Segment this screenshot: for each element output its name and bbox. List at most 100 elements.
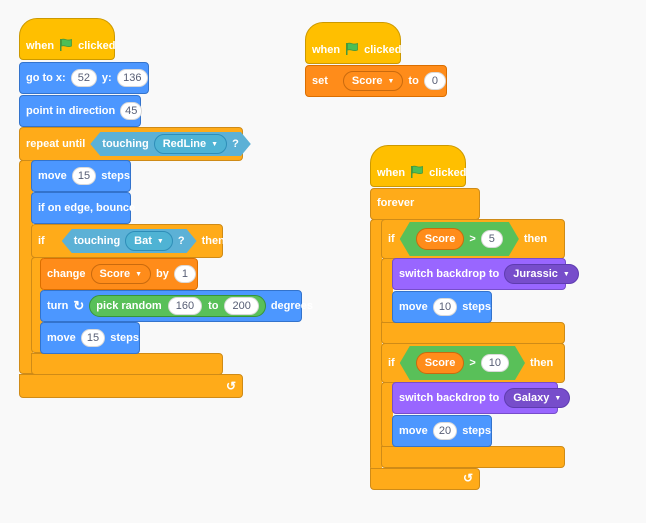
dropdown-caret-icon: ▼ bbox=[211, 140, 219, 148]
if-then-block[interactable]: if touching Bat ▼ ? then bbox=[31, 224, 225, 258]
if-then-block[interactable]: if Score > 5 then bbox=[381, 219, 565, 259]
backdrop-dropdown[interactable]: Galaxy ▼ bbox=[504, 388, 571, 408]
steps-input[interactable]: 15 bbox=[71, 167, 97, 185]
clicked-label: clicked bbox=[364, 44, 402, 56]
set-value-input[interactable]: 0 bbox=[423, 72, 446, 90]
bounce-label: if on edge, bounce bbox=[38, 202, 136, 214]
when-flag-clicked-block[interactable]: when clicked bbox=[305, 22, 401, 64]
backdrop-dropdown[interactable]: Jurassic ▼ bbox=[504, 264, 579, 284]
touching-condition[interactable]: touching Bat ▼ ? bbox=[62, 229, 197, 253]
compare-value-input[interactable]: 5 bbox=[481, 230, 503, 248]
y-input[interactable]: 136 bbox=[116, 69, 148, 87]
degrees-label: degrees bbox=[270, 300, 314, 312]
switch-backdrop-block[interactable]: switch backdrop to Galaxy ▼ bbox=[392, 382, 571, 414]
variable-value: Score bbox=[99, 268, 131, 280]
turn-right-icon: ↻ bbox=[73, 298, 85, 313]
if-label: if bbox=[388, 357, 395, 369]
touching-target-dropdown[interactable]: RedLine ▼ bbox=[154, 134, 227, 154]
if-on-edge-bounce-block[interactable]: if on edge, bounce bbox=[31, 192, 135, 224]
greater-than-condition[interactable]: Score > 5 bbox=[400, 222, 519, 256]
loop-arrow-icon: ↺ bbox=[225, 379, 236, 393]
variable-value: Score bbox=[351, 75, 383, 87]
score-reporter[interactable]: Score bbox=[416, 352, 465, 374]
greater-than-condition[interactable]: Score > 10 bbox=[400, 346, 525, 380]
x-input[interactable]: 52 bbox=[70, 69, 97, 87]
green-flag-icon bbox=[410, 165, 424, 179]
then-label: then bbox=[523, 233, 548, 245]
greater-than-op: > bbox=[469, 233, 476, 245]
if-label: if bbox=[38, 235, 45, 247]
switch-backdrop-label: switch backdrop to bbox=[399, 268, 500, 280]
clicked-label: clicked bbox=[78, 40, 116, 52]
touching-target-dropdown[interactable]: Bat ▼ bbox=[125, 231, 173, 251]
score-value: Score bbox=[424, 233, 456, 245]
y-label: y: bbox=[101, 72, 112, 84]
by-label: by bbox=[156, 268, 169, 280]
touching-label: touching bbox=[73, 235, 121, 247]
green-flag-icon bbox=[345, 42, 359, 56]
steps-label: steps bbox=[101, 170, 130, 182]
backdrop-value: Jurassic bbox=[513, 268, 558, 280]
move-steps-block[interactable]: move 15 steps bbox=[40, 322, 140, 354]
variable-dropdown[interactable]: Score ▼ bbox=[90, 264, 152, 284]
move-label: move bbox=[38, 170, 67, 182]
to-label: to bbox=[408, 75, 419, 87]
random-from-input[interactable]: 160 bbox=[167, 297, 203, 315]
score-reporter[interactable]: Score bbox=[416, 228, 465, 250]
question-mark: ? bbox=[177, 235, 185, 247]
move-steps-block[interactable]: move 10 steps bbox=[392, 291, 492, 323]
variable-dropdown[interactable]: Score ▼ bbox=[342, 71, 404, 91]
change-amount-input[interactable]: 1 bbox=[173, 265, 196, 283]
if-then-foot bbox=[381, 446, 565, 468]
forever-block[interactable]: forever bbox=[370, 188, 480, 220]
then-label: then bbox=[201, 235, 225, 247]
loop-arrow-icon: ↺ bbox=[462, 471, 473, 485]
point-label: point in direction bbox=[26, 105, 116, 117]
if-label: if bbox=[388, 233, 395, 245]
move-label: move bbox=[47, 332, 76, 344]
dropdown-caret-icon: ▼ bbox=[135, 270, 143, 278]
when-label: when bbox=[312, 44, 341, 56]
move-label: move bbox=[399, 425, 428, 437]
when-flag-clicked-block[interactable]: when clicked bbox=[370, 145, 466, 187]
touching-condition[interactable]: touching RedLine ▼ ? bbox=[90, 132, 251, 156]
change-variable-block[interactable]: change Score ▼ by 1 bbox=[40, 258, 198, 290]
backdrop-value: Galaxy bbox=[513, 392, 550, 404]
clicked-label: clicked bbox=[429, 167, 467, 179]
dropdown-caret-icon: ▼ bbox=[156, 237, 164, 245]
steps-input[interactable]: 10 bbox=[432, 298, 458, 316]
dropdown-caret-icon: ▼ bbox=[562, 270, 570, 278]
steps-label: steps bbox=[110, 332, 139, 344]
if-then-foot bbox=[381, 322, 565, 344]
set-variable-block[interactable]: set Score ▼ to 0 bbox=[305, 65, 447, 97]
random-to-input[interactable]: 200 bbox=[224, 297, 259, 315]
touching-target-value: RedLine bbox=[162, 138, 207, 150]
when-label: when bbox=[377, 167, 406, 179]
touching-target-value: Bat bbox=[134, 235, 152, 247]
forever-foot: ↺ bbox=[370, 468, 480, 490]
repeat-until-foot: ↺ bbox=[19, 374, 243, 398]
turn-degrees-block[interactable]: turn ↻ pick random 160 to 200 degrees bbox=[40, 290, 313, 322]
turn-label: turn bbox=[47, 300, 69, 312]
forever-label: forever bbox=[377, 197, 415, 209]
touching-label: touching bbox=[102, 138, 149, 150]
then-label: then bbox=[530, 357, 554, 369]
green-flag-icon bbox=[59, 38, 73, 52]
repeat-until-block[interactable]: repeat until touching RedLine ▼ ? bbox=[19, 127, 243, 161]
if-then-foot bbox=[31, 353, 223, 375]
go-to-xy-block[interactable]: go to x: 52 y: 136 bbox=[19, 62, 149, 94]
steps-input[interactable]: 15 bbox=[80, 329, 106, 347]
compare-value-input[interactable]: 10 bbox=[481, 354, 509, 372]
when-flag-clicked-block[interactable]: when clicked bbox=[19, 18, 115, 60]
move-steps-block[interactable]: move 15 steps bbox=[31, 160, 131, 192]
switch-backdrop-block[interactable]: switch backdrop to Jurassic ▼ bbox=[392, 258, 579, 290]
direction-input[interactable]: 45 bbox=[120, 102, 143, 120]
steps-input[interactable]: 20 bbox=[432, 422, 458, 440]
move-steps-block[interactable]: move 20 steps bbox=[392, 415, 492, 447]
pick-random-block[interactable]: pick random 160 to 200 bbox=[89, 295, 266, 317]
pick-random-label: pick random bbox=[96, 300, 162, 312]
point-in-direction-block[interactable]: point in direction 45 bbox=[19, 95, 143, 127]
if-then-block[interactable]: if Score > 10 then bbox=[381, 343, 565, 383]
steps-label: steps bbox=[462, 425, 491, 437]
